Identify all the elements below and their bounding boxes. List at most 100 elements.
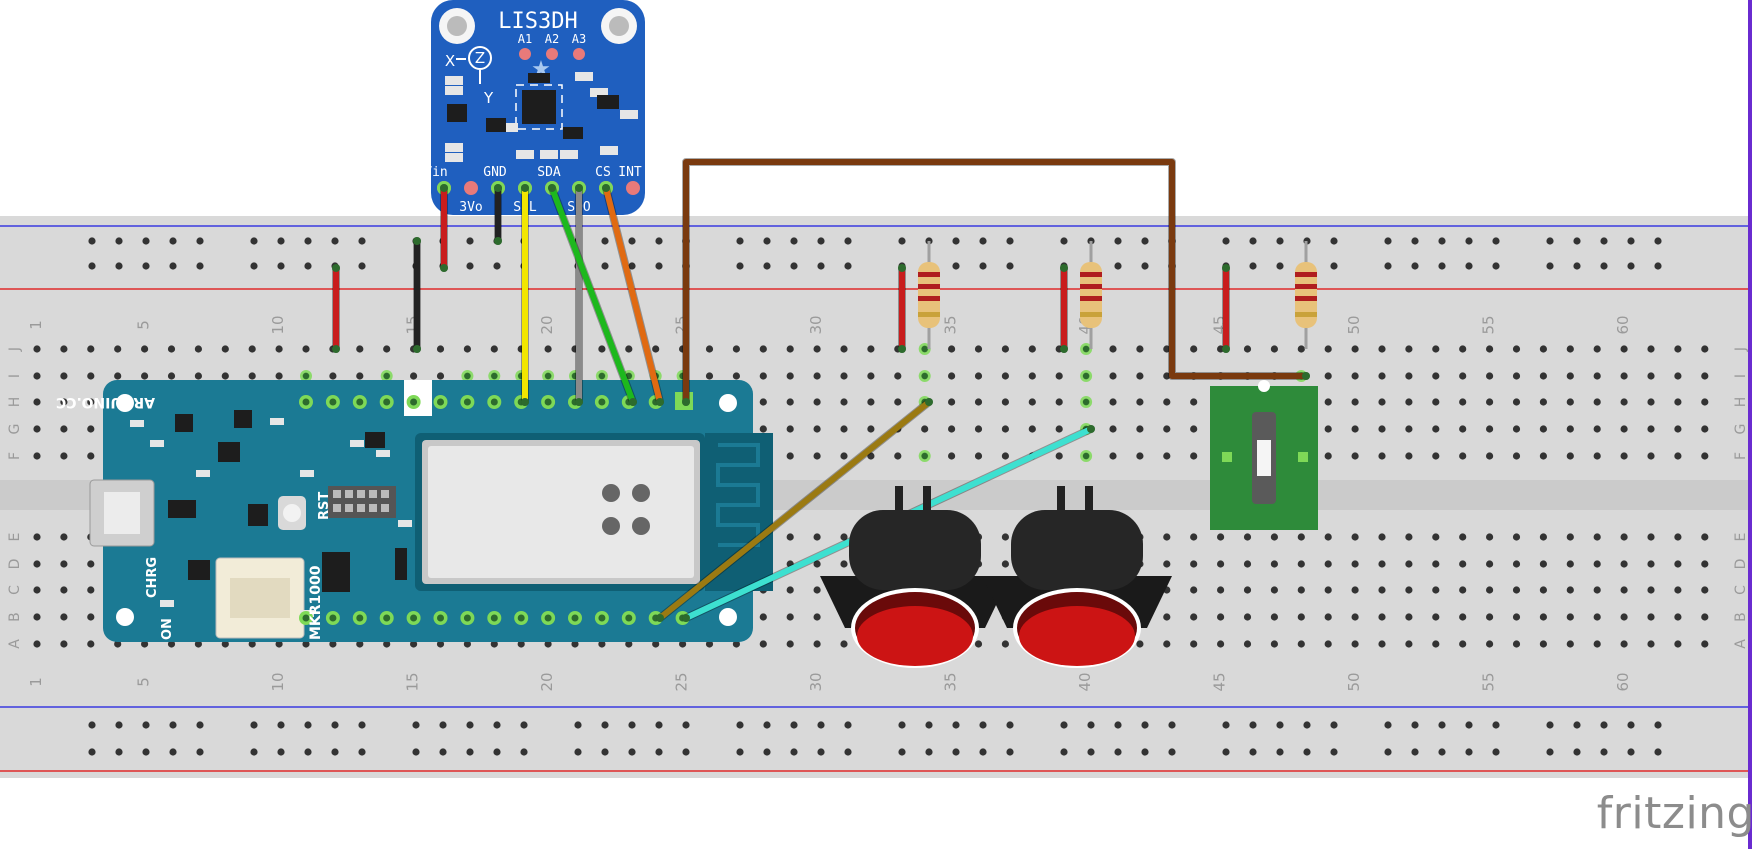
terminal-hole <box>1566 560 1574 568</box>
terminal-hole <box>87 640 95 648</box>
terminal-hole <box>1405 425 1413 433</box>
rail-hole <box>979 237 987 245</box>
terminal-hole <box>1674 452 1682 460</box>
rail-hole <box>1627 262 1635 270</box>
terminal-hole <box>60 560 68 568</box>
terminal-hole <box>544 345 552 353</box>
column-label: 25 <box>673 672 691 691</box>
terminal-hole <box>114 372 122 380</box>
rail-hole <box>304 262 312 270</box>
mount-hole <box>719 394 737 412</box>
mount-hole <box>116 394 134 412</box>
battery-connector-inner <box>230 578 290 618</box>
connected-hole-center <box>491 372 498 380</box>
terminal-hole <box>1405 560 1413 568</box>
terminal-hole <box>1647 613 1655 621</box>
rail-hole <box>1411 721 1419 729</box>
connected-hole-center <box>598 372 606 380</box>
wire-red-button1-end <box>898 264 906 272</box>
terminal-hole <box>1405 613 1413 621</box>
terminal-hole <box>1136 372 1144 380</box>
rail-hole <box>601 237 609 245</box>
terminal-hole <box>1405 398 1413 406</box>
lis3dh-chip <box>522 90 556 124</box>
model-label: MKR1000 <box>308 565 324 640</box>
terminal-hole <box>974 425 983 433</box>
smd-chip <box>365 432 385 448</box>
terminal-hole <box>1593 372 1601 380</box>
wire-orange-cs-end <box>602 184 610 192</box>
terminal-hole <box>329 372 337 380</box>
terminal-hole <box>1055 372 1063 380</box>
mount-hole-center <box>447 16 467 36</box>
pin-label: SDA <box>537 165 561 180</box>
mount-hole <box>719 608 737 626</box>
terminal-hole <box>1217 613 1225 621</box>
rail-hole <box>466 748 474 756</box>
push-button-2-cap <box>1019 606 1135 666</box>
smd-component <box>398 520 412 527</box>
rail-hole <box>1492 748 1500 756</box>
terminal-hole <box>1405 452 1413 460</box>
terminal-hole <box>1163 452 1171 460</box>
button-leg <box>923 486 931 530</box>
rail-hole <box>1087 721 1095 729</box>
wire-red-button2-end <box>1060 264 1068 272</box>
terminal-hole <box>1351 372 1359 380</box>
wire-black-gnd-end <box>494 237 502 245</box>
wire-green-sda-end <box>548 184 556 192</box>
terminal-hole <box>87 425 95 433</box>
terminal-hole <box>1620 613 1628 621</box>
terminal-hole <box>759 640 767 648</box>
terminal-hole <box>544 640 552 648</box>
terminal-hole <box>1674 345 1682 353</box>
rail-hole <box>439 748 447 756</box>
board-pin-bottom-center <box>571 614 579 622</box>
terminal-hole <box>1512 560 1521 568</box>
rail-hole <box>88 237 96 245</box>
wire-black-gnd-end <box>494 184 502 192</box>
terminal-hole <box>1593 533 1601 541</box>
terminal-hole <box>1243 640 1252 648</box>
terminal-hole <box>1539 586 1547 594</box>
terminal-hole <box>167 345 176 353</box>
terminal-hole <box>141 372 149 380</box>
row-label: H <box>7 397 23 408</box>
pin-label-lower: 3Vo <box>459 200 482 215</box>
row-label: C <box>1733 585 1749 595</box>
rail-hole <box>358 237 366 245</box>
terminal-hole <box>1270 586 1278 594</box>
terminal-hole <box>114 640 122 648</box>
terminal-hole <box>1405 533 1413 541</box>
terminal-hole <box>1163 613 1171 621</box>
smd-chip <box>447 104 467 122</box>
rail-hole <box>1627 237 1635 245</box>
terminal-hole <box>1620 560 1628 568</box>
terminal-hole <box>598 345 606 353</box>
rail-hole <box>196 262 204 270</box>
rail-hole <box>1141 262 1149 270</box>
rail-hole <box>736 262 744 270</box>
terminal-hole <box>786 640 794 648</box>
terminal-hole <box>1674 533 1682 541</box>
connected-hole-center <box>383 372 390 380</box>
rail-hole <box>1276 748 1284 756</box>
rail-hole <box>979 748 987 756</box>
rail-hole <box>628 262 636 270</box>
rail-hole <box>493 748 501 756</box>
rail-hole <box>817 237 825 245</box>
terminal-hole <box>1351 345 1359 353</box>
rail-hole <box>790 721 798 729</box>
terminal-hole <box>1593 613 1601 621</box>
row-label: J <box>1733 347 1749 352</box>
smd-component <box>130 420 144 427</box>
reset-label: RST <box>317 492 332 520</box>
smd-component <box>270 418 284 425</box>
terminal-hole <box>1324 613 1332 621</box>
button-leg <box>1085 486 1093 530</box>
resistors <box>918 241 1317 349</box>
terminal-hole <box>1620 640 1628 648</box>
smd-component <box>600 146 618 155</box>
board-pin-bottom-center <box>544 614 552 622</box>
